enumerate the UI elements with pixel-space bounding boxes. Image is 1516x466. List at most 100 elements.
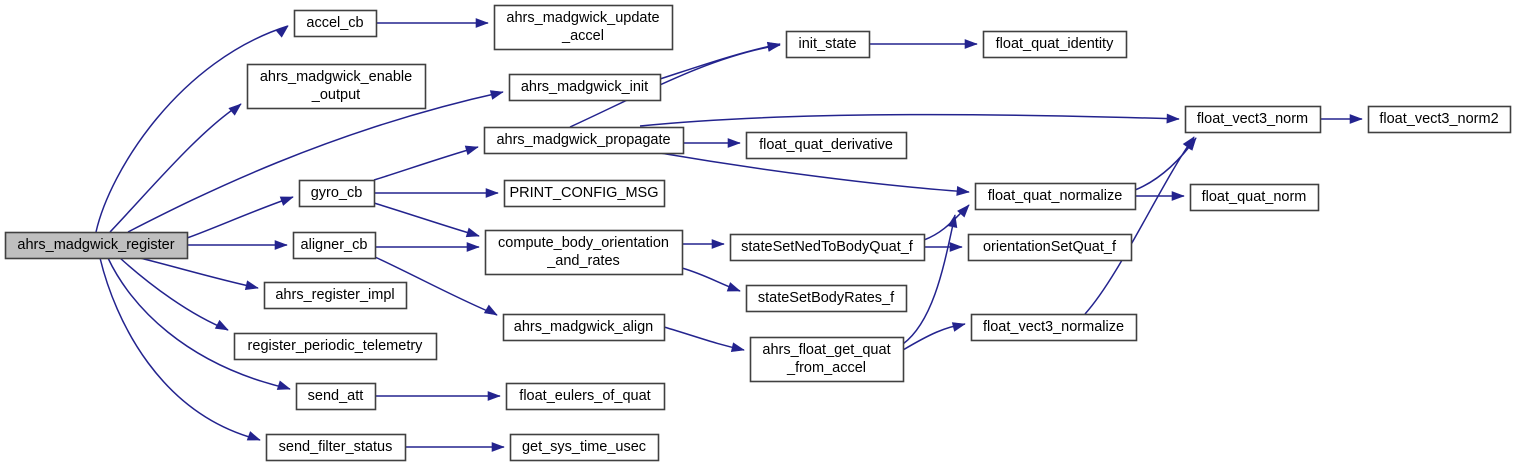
edge-ahrs_madgwick_register-to-ahrs_madgwick_enable_output (109, 103, 242, 233)
edge-ahrs_madgwick_propagate-to-float_vect3_norm (639, 113, 1180, 127)
node-ahrs_madgwick_update_accel[interactable]: ahrs_madgwick_update_accel (493, 4, 674, 51)
edge-ahrs_madgwick_align-to-ahrs_float_get_quat_from_accel (663, 326, 745, 351)
edge-ahrs_madgwick_register-to-send_att (107, 257, 291, 390)
node-float_quat_identity[interactable]: float_quat_identity (982, 30, 1128, 59)
node-box-ahrs_madgwick_update_accel[interactable] (493, 4, 674, 51)
arrowhead (489, 90, 504, 100)
arrowhead (949, 242, 963, 252)
edge-ahrs_madgwick_register-to-register_periodic_telemetry (119, 257, 229, 331)
edge-ahrs_madgwick_propagate-to-init_state (569, 44, 781, 128)
node-gyro_cb[interactable]: gyro_cb (298, 179, 376, 208)
node-float_quat_norm[interactable]: float_quat_norm (1189, 183, 1320, 212)
node-box-float_vect3_normalize[interactable] (970, 313, 1138, 342)
node-box-float_quat_derivative[interactable] (745, 131, 908, 160)
arrowhead (475, 18, 489, 28)
node-accel_cb[interactable]: accel_cb (293, 9, 378, 38)
arrowhead (275, 25, 289, 38)
arrowhead (730, 342, 745, 353)
arrowhead (1184, 137, 1197, 151)
node-float_vect3_normalize[interactable]: float_vect3_normalize (970, 313, 1138, 342)
node-ahrs_register_impl[interactable]: ahrs_register_impl (263, 281, 408, 310)
edge-gyro_cb-to-compute_body_orientation_and_rates (373, 202, 480, 237)
edge-aligner_cb-to-ahrs_madgwick_align (374, 256, 498, 316)
node-init_state[interactable]: init_state (785, 30, 871, 59)
node-box-ahrs_madgwick_propagate[interactable] (483, 126, 685, 155)
node-aligner_cb[interactable]: aligner_cb (292, 231, 377, 260)
node-PRINT_CONFIG_MSG[interactable]: PRINT_CONFIG_MSG (503, 179, 666, 208)
arrowhead (274, 240, 288, 250)
node-compute_body_orientation_and_rates[interactable]: compute_body_orientation_and_rates (484, 229, 684, 276)
arrowhead (491, 442, 505, 452)
edge-ahrs_madgwick_propagate-to-float_quat_normalize (659, 152, 970, 193)
edge-ahrs_madgwick_register-to-gyro_cb (186, 196, 294, 239)
edge-ahrs_madgwick_init-to-init_state (659, 43, 781, 80)
arrowhead (711, 239, 725, 249)
node-send_filter_status[interactable]: send_filter_status (265, 433, 407, 462)
node-box-ahrs_madgwick_init[interactable] (508, 73, 662, 102)
node-ahrs_madgwick_propagate[interactable]: ahrs_madgwick_propagate (483, 126, 685, 155)
node-box-ahrs_register_impl[interactable] (263, 281, 408, 310)
node-box-send_att[interactable] (295, 382, 377, 411)
node-float_eulers_of_quat[interactable]: float_eulers_of_quat (505, 382, 666, 411)
node-box-float_quat_normalize[interactable] (974, 182, 1137, 211)
node-box-get_sys_time_usec[interactable] (509, 433, 660, 462)
arrowhead (483, 304, 498, 316)
node-float_vect3_norm[interactable]: float_vect3_norm (1184, 105, 1322, 134)
arrowhead (964, 39, 978, 49)
arrowhead (214, 319, 229, 331)
node-orientationSetQuat_f[interactable]: orientationSetQuat_f (967, 233, 1133, 262)
edge-ahrs_madgwick_register-to-ahrs_register_impl (139, 257, 259, 289)
node-box-init_state[interactable] (785, 30, 871, 59)
node-stateSetBodyRates_f[interactable]: stateSetBodyRates_f (745, 284, 908, 313)
node-ahrs_madgwick_init[interactable]: ahrs_madgwick_init (508, 73, 662, 102)
arrowhead (956, 186, 970, 196)
node-box-ahrs_madgwick_enable_output[interactable] (246, 63, 427, 110)
arrowhead (276, 380, 291, 390)
node-ahrs_madgwick_register[interactable]: ahrs_madgwick_register (4, 231, 189, 260)
node-float_quat_normalize[interactable]: float_quat_normalize (974, 182, 1137, 211)
node-box-float_eulers_of_quat[interactable] (505, 382, 666, 411)
node-box-ahrs_float_get_quat_from_accel[interactable] (749, 336, 905, 383)
node-get_sys_time_usec[interactable]: get_sys_time_usec (509, 433, 660, 462)
node-box-orientationSetQuat_f[interactable] (967, 233, 1133, 262)
node-box-float_vect3_norm[interactable] (1184, 105, 1322, 134)
node-box-float_vect3_norm2[interactable] (1367, 105, 1512, 134)
arrowhead (465, 227, 480, 238)
node-box-accel_cb[interactable] (293, 9, 378, 38)
node-box-ahrs_madgwick_align[interactable] (502, 313, 666, 342)
node-float_quat_derivative[interactable]: float_quat_derivative (745, 131, 908, 160)
arrowhead (485, 188, 499, 198)
node-box-float_quat_identity[interactable] (982, 30, 1128, 59)
node-box-float_quat_norm[interactable] (1189, 183, 1320, 212)
edge-gyro_cb-to-ahrs_madgwick_propagate (373, 146, 479, 181)
node-ahrs_madgwick_enable_output[interactable]: ahrs_madgwick_enable_output (246, 63, 427, 110)
arrowhead (1349, 114, 1363, 124)
node-box-aligner_cb[interactable] (292, 231, 377, 260)
arrowhead (1166, 113, 1180, 124)
node-float_vect3_norm2[interactable]: float_vect3_norm2 (1367, 105, 1512, 134)
arrowhead (947, 214, 958, 229)
edge-ahrs_madgwick_register-to-send_filter_status (99, 257, 261, 441)
node-box-register_periodic_telemetry[interactable] (233, 332, 438, 361)
arrowhead (487, 391, 501, 401)
node-ahrs_float_get_quat_from_accel[interactable]: ahrs_float_get_quat_from_accel (749, 336, 905, 383)
node-register_periodic_telemetry[interactable]: register_periodic_telemetry (233, 332, 438, 361)
edge-ahrs_madgwick_register-to-accel_cb (95, 25, 289, 233)
nodes-layer: ahrs_madgwick_register accel_cb ahrs_madgw… (4, 4, 1512, 462)
arrowhead (1171, 191, 1185, 201)
node-box-ahrs_madgwick_register[interactable] (4, 231, 189, 260)
node-box-send_filter_status[interactable] (265, 433, 407, 462)
node-ahrs_madgwick_align[interactable]: ahrs_madgwick_align (502, 313, 666, 342)
arrowhead (464, 145, 479, 156)
node-box-stateSetNedToBodyQuat_f[interactable] (729, 233, 926, 262)
node-stateSetNedToBodyQuat_f[interactable]: stateSetNedToBodyQuat_f (729, 233, 926, 262)
arrowhead (727, 138, 741, 148)
node-send_att[interactable]: send_att (295, 382, 377, 411)
arrowhead (246, 431, 261, 441)
node-box-gyro_cb[interactable] (298, 179, 376, 208)
node-box-PRINT_CONFIG_MSG[interactable] (503, 179, 666, 208)
arrowhead (951, 322, 966, 332)
node-box-stateSetBodyRates_f[interactable] (745, 284, 908, 313)
node-box-compute_body_orientation_and_rates[interactable] (484, 229, 684, 276)
